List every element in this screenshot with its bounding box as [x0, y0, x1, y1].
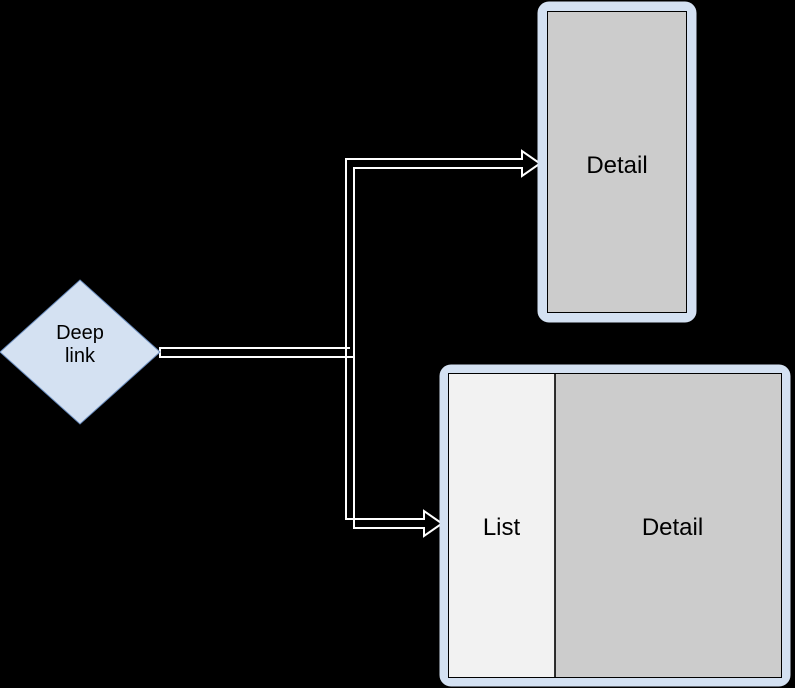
- phone-screen: [547, 11, 687, 313]
- node-detail-screen[interactable]: [537, 1, 697, 323]
- edge-outline-top: [159, 149, 542, 358]
- edge-outline-bottom: [159, 347, 444, 538]
- connector-group: [159, 149, 542, 538]
- edge-deep-link-to-detail[interactable]: [159, 149, 542, 358]
- edge-deep-link-to-list-detail[interactable]: [159, 347, 444, 538]
- diamond-shape: [0, 279, 161, 425]
- node-deep-link[interactable]: [0, 279, 161, 425]
- node-list-detail-screen[interactable]: [439, 364, 791, 687]
- tablet-list-pane: [449, 374, 555, 677]
